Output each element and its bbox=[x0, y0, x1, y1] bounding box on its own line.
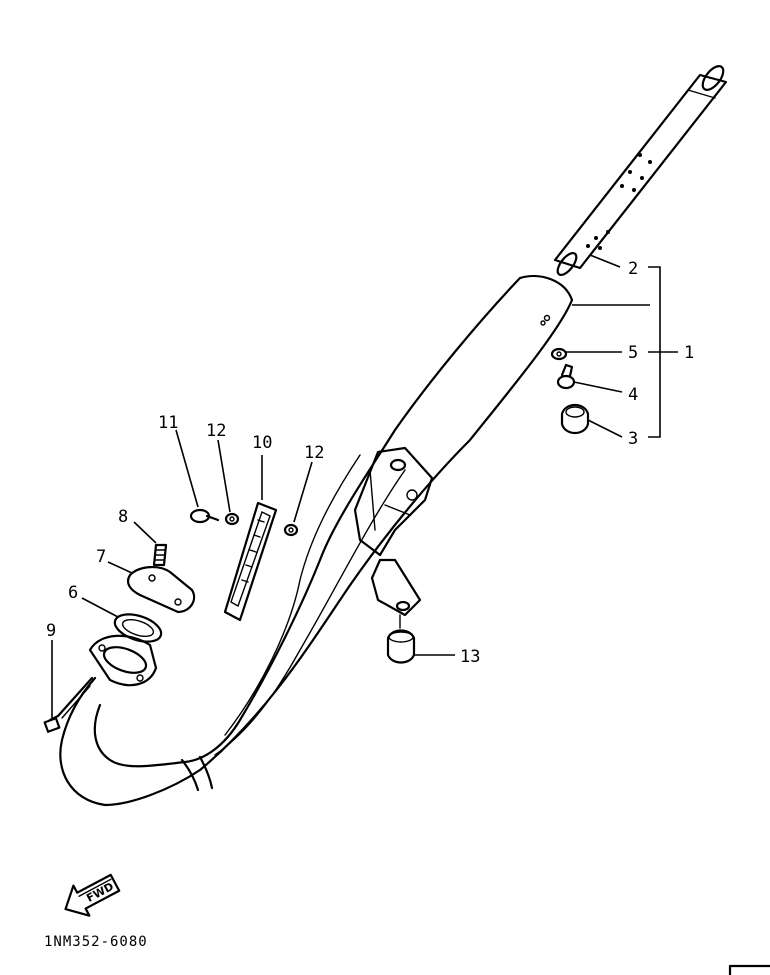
stud-8 bbox=[152, 543, 168, 567]
callout-10: 10 bbox=[252, 433, 272, 453]
lower-mount-bracket bbox=[370, 558, 422, 629]
diagram-code: 1NM352-6080 bbox=[44, 934, 148, 950]
gasket-6 bbox=[113, 613, 163, 643]
washer-12-left bbox=[224, 512, 240, 526]
callout-3: 3 bbox=[628, 429, 638, 449]
leader-lines bbox=[51, 254, 678, 718]
tail-pipe bbox=[553, 65, 728, 276]
damper-13 bbox=[386, 629, 416, 664]
washer-12-right bbox=[283, 523, 299, 537]
expansion-chamber bbox=[59, 274, 574, 807]
fwd-arrow-icon: FWD bbox=[64, 873, 121, 917]
page-corner-mark bbox=[728, 964, 770, 975]
callout-9: 9 bbox=[46, 621, 56, 641]
callout-6: 6 bbox=[68, 583, 78, 603]
callout-12-right: 12 bbox=[304, 443, 324, 463]
cap-3 bbox=[560, 403, 590, 435]
exhaust-inlet-flange bbox=[88, 634, 158, 687]
callout-2: 2 bbox=[628, 259, 638, 279]
callout-13: 13 bbox=[460, 647, 480, 667]
bolt-4 bbox=[556, 363, 576, 390]
upper-mount-bracket bbox=[353, 446, 434, 557]
callout-4: 4 bbox=[628, 385, 638, 405]
callout-1: 1 bbox=[684, 343, 694, 363]
heat-protector bbox=[223, 501, 278, 622]
spring-9 bbox=[43, 676, 94, 733]
tail-pipe-perforations bbox=[586, 153, 652, 250]
callout-11: 11 bbox=[158, 413, 178, 433]
callout-12-left: 12 bbox=[206, 421, 226, 441]
callout-labels: 1 2 3 4 5 6 7 8 9 10 11 12 12 13 bbox=[46, 259, 694, 667]
flange-plate-7 bbox=[126, 566, 196, 614]
callout-8: 8 bbox=[118, 507, 128, 527]
bolt-11 bbox=[189, 508, 220, 524]
callout-5: 5 bbox=[628, 343, 638, 363]
grommet-5 bbox=[550, 347, 568, 361]
callout-7: 7 bbox=[96, 547, 106, 567]
